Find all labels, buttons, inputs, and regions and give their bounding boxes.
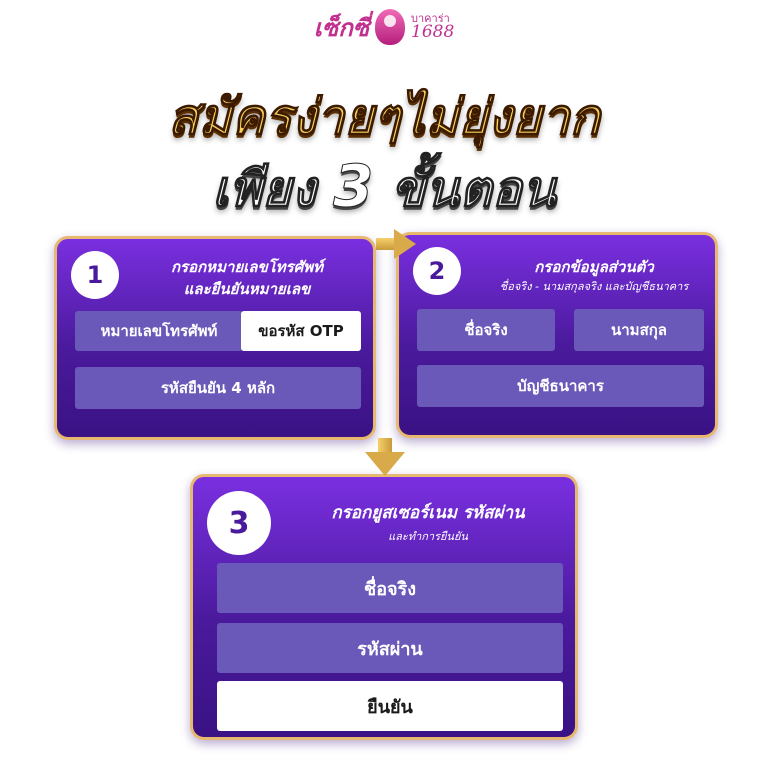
phone-number-field[interactable]: หมายเลขโทรศัพท์ bbox=[75, 311, 243, 351]
step-3-number: 3 bbox=[207, 491, 271, 555]
username-field[interactable]: ชื่อจริง bbox=[217, 563, 563, 613]
headline-steps-suffix: ขั้นตอน bbox=[390, 160, 556, 219]
bank-account-field[interactable]: บัญชีธนาคาร bbox=[417, 365, 704, 407]
step-1-subtitle: และยืนยันหมายเลข bbox=[183, 280, 311, 298]
logo-number-text: 1688 bbox=[411, 22, 455, 42]
request-otp-button[interactable]: ขอรหัส OTP bbox=[241, 311, 361, 351]
arrow-down-shaft bbox=[378, 438, 392, 454]
step-2-card: 2 กรอกข้อมูลส่วนตัว ชื่อจริง - นามสกุลจร… bbox=[396, 232, 718, 438]
confirm-button[interactable]: ยืนยัน bbox=[217, 681, 563, 731]
brand-logo: เซ็กซี่ บาคาร่า 1688 bbox=[0, 6, 768, 48]
logo-brand-text: เซ็กซี่ bbox=[313, 12, 370, 42]
step-1-card: 1 กรอกหมายเลขโทรศัพท์ และยืนยันหมายเลข ห… bbox=[54, 236, 376, 440]
arrow-down-icon bbox=[365, 452, 405, 476]
step-1-title: กรอกหมายเลขโทรศัพท์ bbox=[170, 258, 324, 276]
step-3-subtitle: และทำการยืนยัน bbox=[388, 530, 468, 543]
arrow-right-shaft bbox=[376, 238, 396, 250]
otp-code-field[interactable]: รหัสยืนยัน 4 หลัก bbox=[75, 367, 361, 409]
step-3-card: 3 กรอกยูสเซอร์เนม รหัสผ่าน และทำการยืนยั… bbox=[190, 474, 578, 740]
headline-steps-prefix: เพียง bbox=[211, 160, 316, 219]
logo-right-block: บาคาร่า 1688 bbox=[411, 13, 454, 41]
headline-steps: เพียง 3 ขั้นตอน bbox=[0, 150, 768, 229]
step-1-number: 1 bbox=[71, 251, 119, 299]
step-2-title: กรอกข้อมูลส่วนตัว bbox=[534, 258, 654, 276]
arrow-right-icon bbox=[394, 229, 416, 259]
logo-sub-text: บาคาร่า bbox=[411, 12, 450, 25]
first-name-field[interactable]: ชื่อจริง bbox=[417, 309, 555, 351]
step-3-title: กรอกยูสเซอร์เนม รหัสผ่าน bbox=[331, 503, 525, 523]
logo-mark-icon bbox=[375, 9, 406, 45]
headline-main: สมัครง่ายๆไม่ยุ่งยาก bbox=[168, 88, 601, 147]
last-name-field[interactable]: นามสกุล bbox=[574, 309, 704, 351]
step-2-subtitle: ชื่อจริง - นามสกุลจริง และบัญชีธนาคาร bbox=[499, 280, 689, 293]
password-field[interactable]: รหัสผ่าน bbox=[217, 623, 563, 673]
headline-steps-number: 3 bbox=[333, 152, 374, 221]
step-2-number: 2 bbox=[413, 247, 461, 295]
